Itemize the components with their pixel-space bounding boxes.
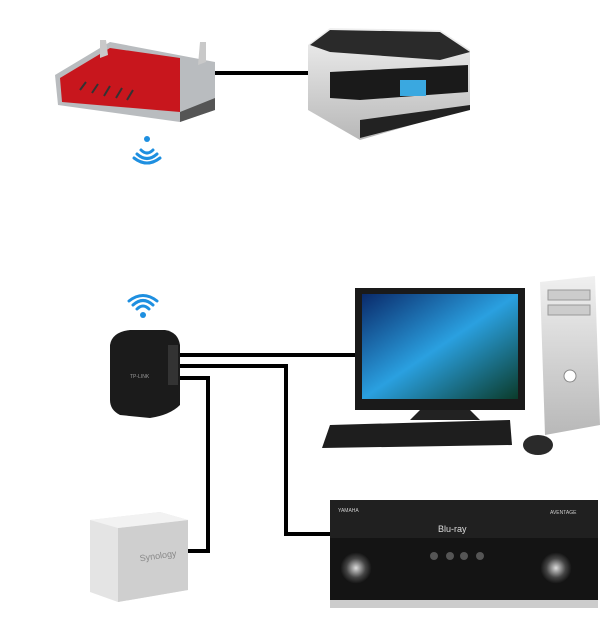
router-device[interactable] bbox=[55, 40, 215, 122]
cables bbox=[178, 71, 358, 553]
cable-ap-nas bbox=[178, 376, 210, 553]
cable-ap-receiver bbox=[178, 364, 332, 536]
printer-device[interactable] bbox=[308, 28, 470, 140]
svg-text:YAMAHA: YAMAHA bbox=[338, 508, 359, 514]
access-point-device[interactable]: TP-LINK bbox=[110, 330, 180, 418]
desktop-pc-device[interactable] bbox=[322, 276, 600, 455]
wifi-icon bbox=[132, 136, 162, 165]
svg-text:TP-LINK: TP-LINK bbox=[130, 374, 150, 380]
nas-device[interactable]: Synology bbox=[90, 512, 188, 602]
av-receiver-device[interactable]: YAMAHA AVENTAGE Blu-ray bbox=[330, 500, 598, 608]
svg-text:AVENTAGE: AVENTAGE bbox=[550, 510, 577, 516]
wifi-icon bbox=[127, 294, 159, 318]
svg-text:Blu-ray: Blu-ray bbox=[438, 524, 467, 534]
